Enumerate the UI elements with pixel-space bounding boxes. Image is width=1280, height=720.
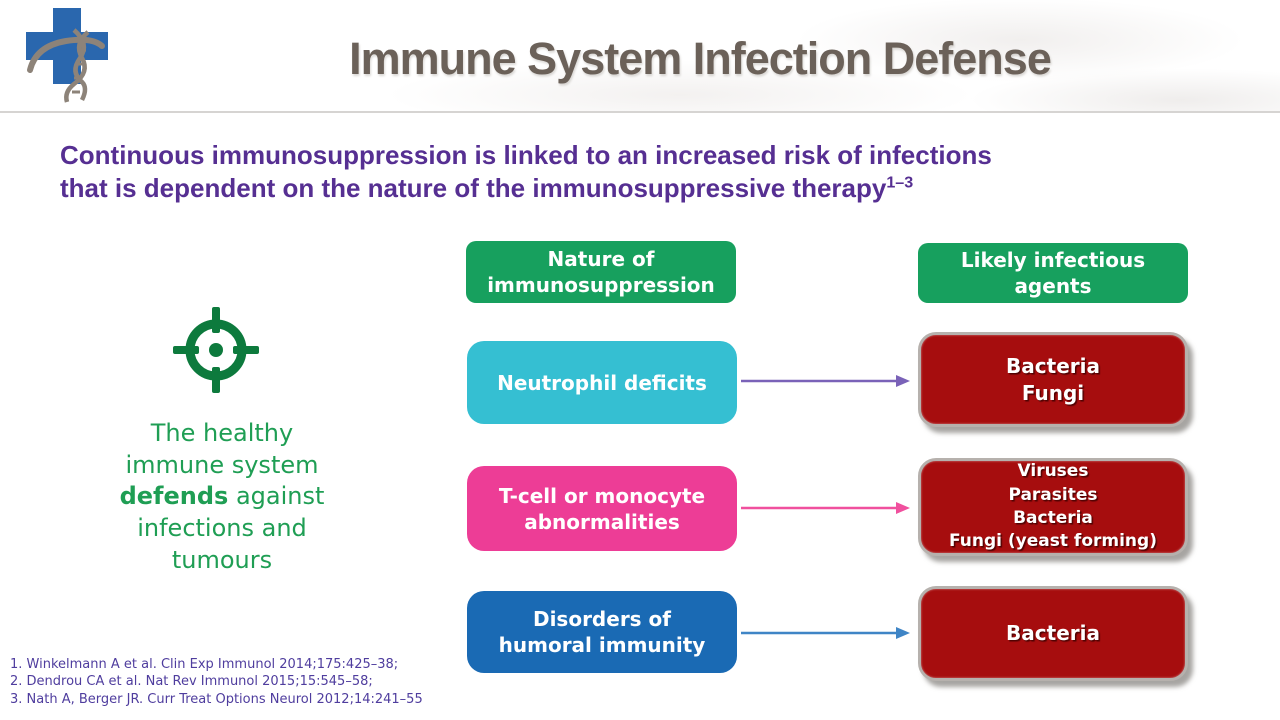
- healthy-immune-system-text: The healthy immune system defends agains…: [102, 418, 342, 576]
- healthy-text-bold-word: defends: [119, 482, 229, 511]
- agents-box-bacteria: Bacteria: [918, 586, 1188, 681]
- agents-box-viruses-parasites-bacteria-fungi: Viruses Parasites Bacteria Fungi (yeast …: [918, 458, 1188, 556]
- nature-column-header: Nature of immunosuppression: [466, 241, 736, 303]
- reference-2: 2. Dendrou CA et al. Nat Rev Immunol 201…: [10, 674, 373, 690]
- nature-box-disorders-humoral-immunity: Disorders of humoral immunity: [467, 591, 737, 673]
- healthy-text-start: The healthy immune system: [125, 419, 319, 479]
- healthy-text-end: against infections and tumours: [137, 482, 325, 574]
- nature-box-neutrophil-deficits: Neutrophil deficits: [467, 341, 737, 424]
- subtitle-reference-superscript: 1–3: [886, 173, 914, 192]
- target-icon: [172, 306, 260, 394]
- page-title: Immune System Infection Defense: [349, 33, 1052, 84]
- medical-cross-dna-logo-icon: [26, 8, 108, 103]
- arrow-humoral-to-bacteria: [741, 627, 910, 639]
- nature-box-tcell-monocyte-abnormalities: T-cell or monocyte abnormalities: [467, 466, 737, 551]
- arrow-neutrophil-to-bacteria-fungi: [741, 375, 910, 387]
- arrow-tcell-to-viruses-parasites: [741, 502, 910, 514]
- subtitle-text: Continuous immunosuppression is linked t…: [60, 140, 992, 203]
- reference-3: 3. Nath A, Berger JR. Curr Treat Options…: [10, 691, 423, 707]
- agents-box-bacteria-fungi: Bacteria Fungi: [918, 332, 1188, 427]
- references: 1. Winkelmann A et al. Clin Exp Immunol …: [10, 656, 423, 708]
- subtitle: Continuous immunosuppression is linked t…: [60, 139, 1200, 205]
- header-band: Immune System Infection Defense: [0, 0, 1280, 113]
- reference-1: 1. Winkelmann A et al. Clin Exp Immunol …: [10, 657, 399, 672]
- agents-column-header: Likely infectious agents: [918, 243, 1188, 303]
